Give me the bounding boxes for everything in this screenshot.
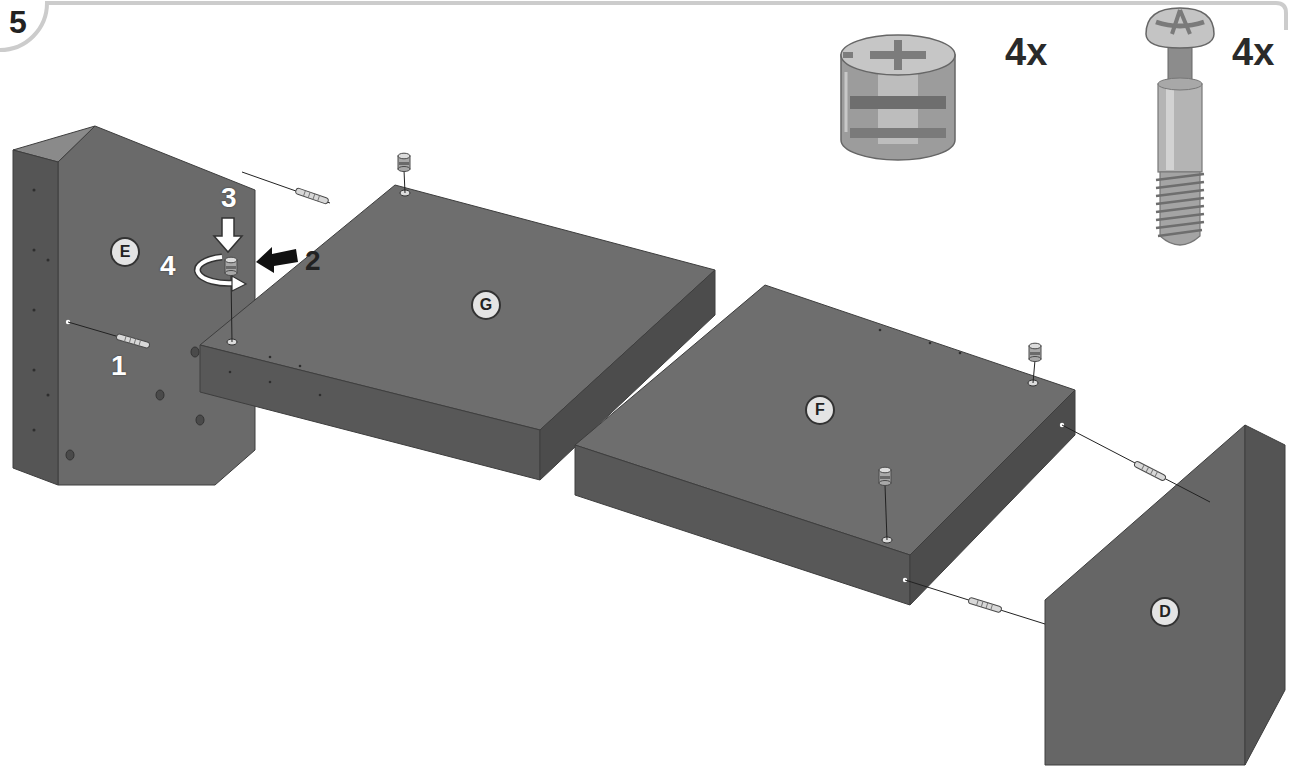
part-letter: D (1150, 597, 1180, 627)
part-letter-text: F (815, 402, 825, 418)
screw-icon (1146, 8, 1214, 245)
quantity-label: 4x (1232, 33, 1274, 71)
quantity-label: 4x (1005, 33, 1047, 71)
callout-number: 3 (221, 184, 237, 212)
part-letter-text: D (1159, 604, 1171, 620)
part-letter-text: G (480, 297, 492, 313)
cam-lock-icon (841, 35, 955, 160)
callout-number: 1 (111, 352, 127, 380)
callout-number: 2 (305, 247, 321, 275)
dowels (116, 188, 1167, 613)
step-frame (0, 3, 1286, 50)
part-letter: F (805, 395, 835, 425)
panel-e (13, 126, 255, 485)
cam-locks (225, 153, 1041, 485)
press-arrow (214, 218, 242, 252)
part-letter-text: E (120, 244, 131, 260)
push-arrow (256, 247, 298, 273)
panel-f (575, 285, 1075, 605)
turn-arrow (197, 257, 246, 291)
part-letter: E (110, 237, 140, 267)
step-number: 5 (7, 4, 29, 40)
panel-d (1045, 425, 1285, 765)
part-letter: G (471, 290, 501, 320)
fitting-lines (68, 170, 1210, 624)
step-number-text: 5 (9, 6, 27, 38)
callout-number: 4 (160, 252, 176, 280)
